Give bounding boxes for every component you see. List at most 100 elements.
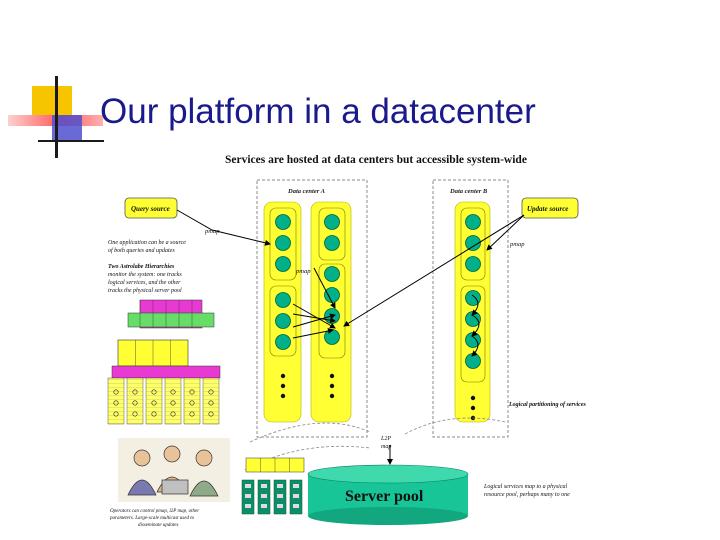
hierarchy-slot-1-1 <box>113 389 119 395</box>
hierarchy-slot-5-3 <box>189 411 195 417</box>
astrolabe-hierarchy <box>107 299 221 425</box>
server-pool-top <box>307 464 469 484</box>
note-queries-line-2: of both queries and updates <box>108 247 175 254</box>
hierarchy-slot-1-3 <box>113 411 119 417</box>
update-source-box <box>521 197 579 219</box>
physical-server-bay-3-2 <box>277 494 283 498</box>
hierarchy-slot-3-1 <box>151 389 157 395</box>
ellipsis-dot-1-1 <box>280 373 286 379</box>
cross-arrow-5 <box>313 267 336 309</box>
note-logical-map-line-1: Logical services map to a physical <box>483 484 567 490</box>
cross-arrow-3 <box>292 313 336 328</box>
physical-racks <box>241 457 305 515</box>
physical-server-bay-4-3 <box>293 504 299 508</box>
curve-a <box>249 422 371 443</box>
server-pool-bottom <box>308 507 468 525</box>
ellipsis-dot-2-2 <box>329 383 335 389</box>
b-arrow-2 <box>471 314 480 337</box>
datacenter-b-label: Data center B <box>449 188 488 195</box>
logical-partitioning-label: Logical partitioning of services <box>508 402 586 408</box>
physical-server-bay-2-3 <box>261 504 267 508</box>
physical-server-bay-1-2 <box>245 494 251 498</box>
ellipsis-dot-3-2 <box>470 405 476 411</box>
service-node-16 <box>465 290 481 306</box>
hierarchy-slot-4-1 <box>170 389 176 395</box>
service-node-4 <box>275 292 291 308</box>
note-hierarchies-line-3: logical services, and the other <box>108 280 181 286</box>
operator-head-1 <box>133 449 151 467</box>
ellipsis-dot-2-3 <box>329 393 335 399</box>
update-source-label: Update source <box>527 205 568 213</box>
physical-server-bay-2-2 <box>261 494 267 498</box>
service-node-13 <box>465 214 481 230</box>
query-source-box <box>124 197 178 219</box>
service-node-8 <box>324 235 340 251</box>
operator-body-1 <box>127 479 157 496</box>
b-arrow-3 <box>471 335 479 357</box>
note-hierarchies-line-1: Two Astrolabe Hierarchies <box>108 264 175 270</box>
hierarchy-slot-6-2 <box>208 400 214 406</box>
cross-arrow-2 <box>292 313 336 324</box>
node-group-4 <box>318 263 346 359</box>
physical-server-bay-3-3 <box>277 504 283 508</box>
service-container-1 <box>263 201 302 423</box>
b-arrow-1 <box>471 294 479 316</box>
containers-layer <box>263 201 491 423</box>
operator-head-2 <box>163 445 181 463</box>
note-logical-map-line-2: resource pool, perhaps many to one <box>484 492 570 498</box>
service-node-7 <box>324 214 340 230</box>
service-node-19 <box>465 353 481 369</box>
datacenter-diagram: Services are hosted at data centers but … <box>107 154 586 528</box>
query-source-label: Query source <box>131 205 170 213</box>
ellipsis-layer <box>280 373 476 421</box>
datacenter-a-frame <box>256 179 368 438</box>
service-node-6 <box>275 334 291 350</box>
hierarchy-slot-4-3 <box>170 411 176 417</box>
note-hierarchies-line-2: monitor the system: one tracks <box>108 272 182 278</box>
curve-operators <box>244 445 371 471</box>
curve-b <box>404 417 506 435</box>
physical-server-bay-4-2 <box>293 494 299 498</box>
ellipsis-dot-1-2 <box>280 383 286 389</box>
node-group-5 <box>460 207 486 281</box>
hierarchy-slot-2-1 <box>132 389 138 395</box>
hierarchy-slot-5-1 <box>189 389 195 395</box>
query-arrow <box>176 209 271 246</box>
pmap-label-a: pmap <box>295 268 311 275</box>
update-arrow-b <box>486 214 525 251</box>
node-group-6 <box>460 285 486 383</box>
note-hierarchies-line-4: tracks the physical server pool <box>108 288 182 294</box>
update-arrow-a <box>343 214 525 327</box>
pmap-label-query: pmap <box>204 228 220 235</box>
pmap-label-update: pmap <box>509 241 525 248</box>
service-node-5 <box>275 313 291 329</box>
slide-title: Our platform in a datacenter <box>100 92 536 131</box>
operators-clipart <box>118 438 230 502</box>
note-logical-map: Logical services map to a physical resou… <box>483 484 570 498</box>
service-node-10 <box>324 287 340 303</box>
hierarchy-slot-3-3 <box>151 411 157 417</box>
l2p-label: L2P <box>380 436 391 442</box>
operator-head-3 <box>195 449 213 467</box>
hierarchy-slot-6-3 <box>208 411 214 417</box>
ellipsis-dot-3-1 <box>470 395 476 401</box>
dashed-curves <box>244 417 506 471</box>
cross-arrow-4 <box>292 328 334 339</box>
arrows-layer <box>176 209 525 465</box>
nodes-layer <box>275 214 481 369</box>
hierarchy-slot-1-2 <box>113 400 119 406</box>
datacenter-b-frame <box>432 179 509 438</box>
service-node-15 <box>465 256 481 272</box>
node-group-2 <box>269 285 297 357</box>
hierarchy-slot-5-2 <box>189 400 195 406</box>
note-queries-updates: One application can be a source of both … <box>108 240 186 254</box>
operator-body-3 <box>189 480 219 497</box>
service-node-1 <box>275 214 291 230</box>
hierarchy-slot-4-2 <box>170 400 176 406</box>
note-operators: Operators can control pmap, l2P map, oth… <box>109 509 199 528</box>
hierarchy-slot-2-3 <box>132 411 138 417</box>
datacenter-a-label: Data center A <box>287 188 326 195</box>
logo-horizontal-line <box>38 140 104 142</box>
note-operators-line-2: parameters. Large-scale multicast used t… <box>109 516 195 521</box>
note-operators-line-3: disseminate updates <box>138 523 178 528</box>
